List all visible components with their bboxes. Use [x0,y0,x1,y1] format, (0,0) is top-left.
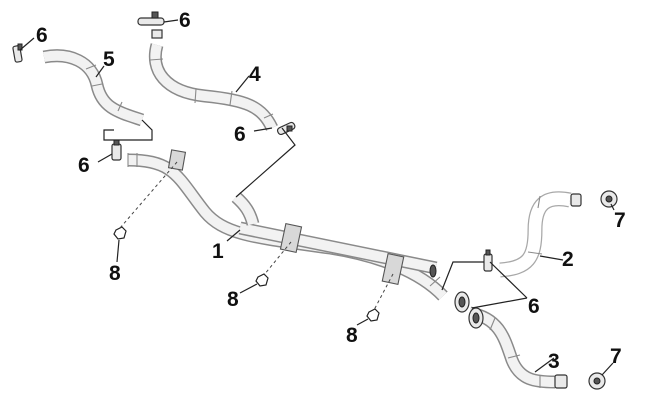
clamp-7-lower [554,372,606,390]
hose-3 [468,306,556,389]
callout-6-topleft: 6 [36,24,48,47]
clamp-6-right [483,249,493,272]
clamp-7-upper [570,190,618,208]
pipe-bracket [279,222,303,254]
clamp-6-top [137,11,165,39]
callout-1: 1 [212,240,224,263]
bolt-8-left [113,226,127,240]
callout-8-mid: 8 [227,288,239,311]
clamp-6-topleft [12,43,23,63]
bolt-8-mid [255,273,269,287]
hose-4 [148,43,278,131]
callout-8-left: 8 [109,262,121,285]
clamp-6-left [111,139,122,161]
callout-5: 5 [103,48,115,71]
callout-3: 3 [548,350,560,373]
hose-5 [42,49,145,127]
main-pipe-1 [127,149,448,301]
callout-7-upper: 7 [614,209,626,232]
callout-7-lower: 7 [610,345,622,368]
clamp-6-mid [276,121,296,136]
pipe-bracket [167,149,187,171]
bolt-8-right [366,308,380,322]
clamp-6-lower [454,291,484,329]
leader-lines [19,19,615,376]
callout-6-right: 6 [528,295,540,318]
hose-2 [499,191,572,278]
callout-6-left: 6 [78,154,90,177]
callout-8-right: 8 [346,324,358,347]
callout-4: 4 [249,63,261,86]
callout-6-top: 6 [179,9,191,32]
pipe-bracket [381,252,405,286]
callout-2: 2 [562,248,574,271]
callout-6-mid: 6 [234,123,246,146]
